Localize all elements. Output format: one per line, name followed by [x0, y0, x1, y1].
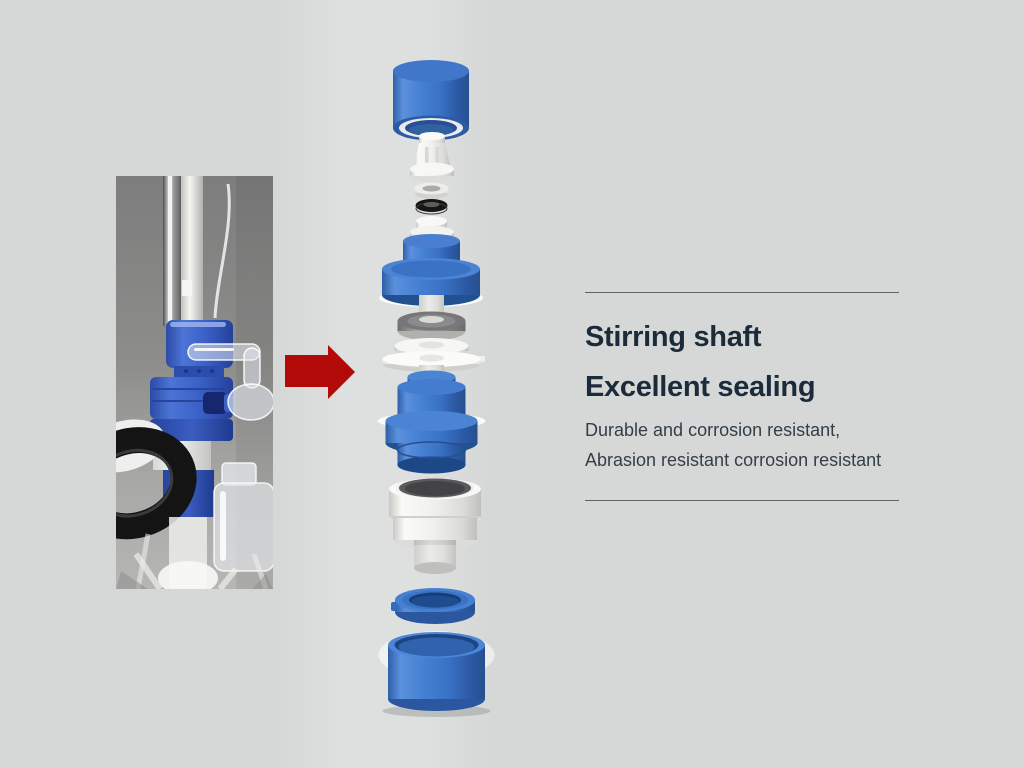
- title-line-2: Excellent sealing: [585, 371, 816, 403]
- divider-top: [585, 292, 899, 293]
- part-ring-nut: [391, 588, 475, 624]
- product-photo: [116, 176, 273, 589]
- photo-glass-bottle: [213, 462, 273, 572]
- photo-glass-elbow: [187, 343, 261, 389]
- photo-stirring-rod: [163, 176, 231, 326]
- product-photo-graphic: [116, 176, 273, 589]
- part-top-cap: [393, 60, 469, 141]
- divider-bottom: [585, 500, 899, 501]
- exploded-view-diagram: [368, 55, 502, 725]
- photo-flask-cap-and-clamp: [116, 419, 197, 540]
- body-line-2: Abrasion resistant corrosion resistant: [585, 450, 882, 470]
- photo-side-nozzle: [203, 383, 273, 421]
- part-seal-housing: [389, 478, 481, 574]
- part-bearing-flange: [379, 258, 483, 307]
- part-stepped-coupling: [377, 370, 486, 474]
- part-base-cup: [378, 631, 495, 717]
- part-gray-lock-nut: [397, 311, 466, 341]
- body-line-1: Durable and corrosion resistant,: [585, 420, 841, 440]
- text-panel: Stirring shaft Excellent sealing Durable…: [585, 292, 899, 502]
- part-o-ring: [415, 199, 448, 215]
- title-line-1: Stirring shaft: [585, 321, 762, 353]
- part-wide-seal-washer: [382, 351, 485, 372]
- red-arrow-icon: [285, 345, 355, 399]
- part-washer: [414, 182, 449, 199]
- photo-glass-capillary: [213, 183, 231, 319]
- part-ferrule: [410, 132, 454, 183]
- photo-glassware-cluster: [116, 517, 273, 589]
